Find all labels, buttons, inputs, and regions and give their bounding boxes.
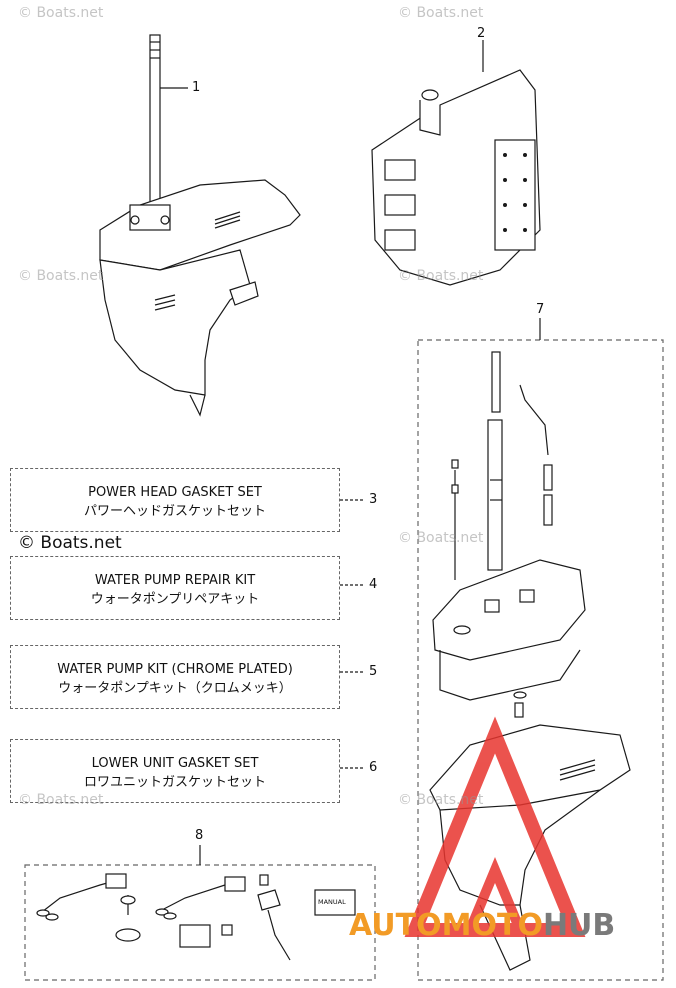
wiring-kit-parts[interactable]	[36, 873, 356, 961]
callout-8: 8	[195, 828, 204, 843]
callout-3: 3	[369, 492, 378, 507]
kit-box-lower-unit-gasket[interactable]: LOWER UNIT GASKET SET ロワユニットガスケットセット	[10, 739, 340, 803]
kit-box-water-pump-repair[interactable]: WATER PUMP REPAIR KIT ウォータポンプリペアキット	[10, 556, 340, 620]
watermark: © Boats.net	[398, 268, 484, 284]
kit-box-power-head-gasket[interactable]: POWER HEAD GASKET SET パワーヘッドガスケットセット	[10, 468, 340, 532]
callout-7: 7	[536, 302, 545, 317]
manual-label: MANUAL	[318, 898, 346, 906]
kit-box-water-pump-chrome[interactable]: WATER PUMP KIT (CHROME PLATED) ウォータポンプキッ…	[10, 645, 340, 709]
brand-text: AUTOMOTOHUB	[349, 908, 615, 943]
callout-2: 2	[477, 26, 486, 41]
kit-name-jp: パワーヘッドガスケットセット	[83, 504, 266, 519]
lower-unit-assembly[interactable]	[99, 34, 301, 417]
callout-6: 6	[369, 760, 378, 775]
kit-name-en: WATER PUMP KIT (CHROME PLATED)	[57, 662, 293, 677]
automotohub-logo	[404, 716, 586, 937]
callout-4: 4	[369, 577, 378, 592]
watermark: © Boats.net	[398, 5, 484, 21]
kit-name-en: LOWER UNIT GASKET SET	[91, 756, 259, 771]
lower-unit-kit-parts[interactable]	[429, 351, 631, 971]
watermark: © Boats.net	[398, 530, 484, 546]
callout-1: 1	[192, 80, 201, 95]
watermark: © Boats.net	[398, 792, 484, 808]
kit-name-jp: ロワユニットガスケットセット	[83, 775, 266, 790]
power-head-assembly[interactable]	[371, 40, 541, 286]
kit-7-box	[417, 339, 664, 981]
watermark: © Boats.net	[18, 792, 104, 808]
kit-8-box	[24, 864, 376, 981]
kit-name-en: WATER PUMP REPAIR KIT	[94, 573, 256, 588]
watermark: © Boats.net	[18, 268, 104, 284]
callout-5: 5	[369, 664, 378, 679]
watermark: © Boats.net	[18, 533, 122, 553]
kit-name-jp: ウォータポンプリペアキット	[90, 592, 260, 607]
brand-part2: HUB	[542, 908, 616, 943]
watermark: © Boats.net	[18, 5, 104, 21]
brand-part1: AUTOMOTO	[349, 908, 543, 943]
kit-name-jp: ウォータポンプキット（クロムメッキ）	[58, 681, 292, 696]
kit-name-en: POWER HEAD GASKET SET	[88, 485, 262, 500]
